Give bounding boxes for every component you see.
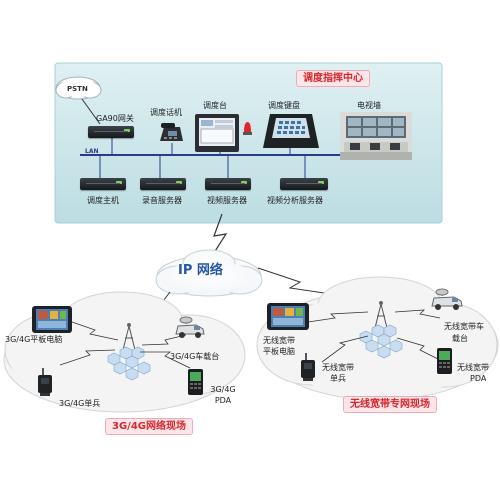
- left-pda-label-1: 3G/4G: [210, 385, 236, 394]
- phone-icon: [158, 121, 184, 143]
- right-vehicle-label-1: 无线宽带车: [444, 322, 484, 331]
- dispatch-console-label: 调度台: [203, 101, 227, 110]
- right-soldier-icon: [298, 352, 318, 382]
- ip-network-label: IP 网络: [178, 263, 223, 278]
- video-analysis-server-label: 视频分析服务器: [267, 196, 323, 205]
- right-tablet-icon: [267, 303, 309, 330]
- left-vehicle-icon: [174, 316, 206, 340]
- tv-wall-label: 电视墙: [357, 101, 381, 110]
- left-vehicle-label: 3G/4G车载台: [170, 352, 220, 361]
- tv-wall-photo: [340, 112, 412, 160]
- ip-cloud: [155, 249, 263, 297]
- dispatch-host-icon: [80, 178, 126, 190]
- dispatch-host-label: 调度主机: [87, 196, 119, 205]
- dispatch-phone-label: 调度话机: [150, 108, 182, 117]
- recording-server-icon: [140, 178, 186, 190]
- gateway-label: GA90网关: [96, 114, 134, 123]
- pstn-label: PSTN: [67, 85, 88, 93]
- left-pda-icon: [188, 369, 203, 395]
- gateway-device-icon: [88, 126, 134, 138]
- right-site-title: 无线宽带专网现场: [343, 396, 437, 413]
- right-vehicle-label-2: 载台: [452, 334, 468, 343]
- pstn-cloud: [55, 76, 102, 100]
- console-monitor-icon: [194, 113, 240, 153]
- right-pda-icon: [437, 348, 452, 374]
- right-tablet-label-2: 平板电脑: [263, 347, 295, 356]
- left-cell-hexes-icon: [107, 346, 151, 381]
- left-site-title: 3G/4G网络现场: [105, 418, 193, 435]
- center-uplink: [211, 213, 228, 257]
- right-base-station-icon: [374, 301, 388, 329]
- control-center-title: 调度指挥中心: [296, 70, 370, 87]
- left-soldier-label: 3G/4G单兵: [59, 399, 101, 408]
- right-vehicle-icon: [430, 288, 464, 312]
- left-soldier-icon: [34, 367, 56, 397]
- alarm-light-icon: [243, 120, 252, 136]
- right-pda-label-1: 无线宽带: [457, 363, 489, 372]
- video-server-label: 视频服务器: [207, 196, 247, 205]
- right-radio-links: [307, 309, 441, 363]
- right-soldier-label-1: 无线宽带: [322, 363, 354, 372]
- right-tablet-label-1: 无线宽带: [263, 336, 295, 345]
- right-cell-hexes-icon: [359, 324, 403, 359]
- lan-drops-bottom: [99, 155, 306, 178]
- video-server-icon: [205, 178, 251, 190]
- left-base-station-icon: [122, 323, 136, 351]
- pstn-link: [81, 98, 101, 125]
- left-radio-links: [59, 321, 191, 369]
- lan-label: LAN: [85, 148, 99, 155]
- video-analysis-server-icon: [280, 178, 328, 190]
- right-soldier-label-2: 单兵: [330, 374, 346, 383]
- left-pda-label-2: PDA: [214, 396, 232, 405]
- left-tablet-icon: [32, 306, 72, 333]
- keyboard-icon: [262, 112, 320, 150]
- dispatch-keyboard-label: 调度键盘: [268, 101, 300, 110]
- right-pda-label-2: PDA: [470, 374, 487, 383]
- left-tablet-label: 3G/4G平板电脑: [5, 335, 63, 344]
- recording-server-label: 录音服务器: [142, 196, 182, 205]
